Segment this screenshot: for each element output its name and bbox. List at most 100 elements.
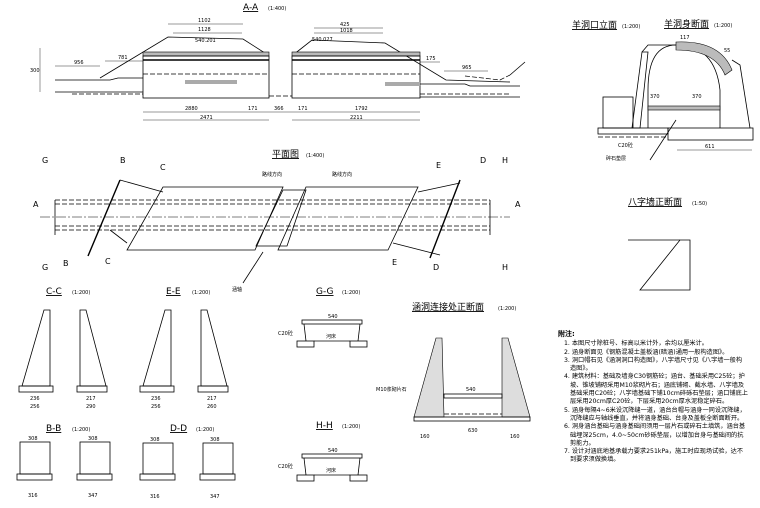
section-mark-g: G (42, 156, 48, 165)
notes-block: 附注: 1. 本图尺寸除桩号、标高以米计外，余均以厘米计。 2. 涵身断面见《钢… (558, 330, 748, 465)
ee-scale: (1:200) (192, 290, 210, 296)
plan-flow-left: 路线方向 (262, 171, 282, 178)
note-item: 6. 洞身涵台基础与涵身基础间须用一层片石或碎石土填筑，涵台基础埋深25cm，4… (564, 423, 746, 447)
plan-flow-right: 路线方向 (332, 171, 352, 178)
dim: 256 (151, 404, 161, 410)
section-bb: B-B (1:200) 308 308 316 347 (16, 424, 113, 499)
dim: 781 (118, 55, 128, 61)
dim: 540 (328, 314, 338, 320)
section-mark-e: E (436, 161, 441, 170)
section-mark-d: D (433, 263, 439, 272)
body-section-title: 羊洞身断面 (664, 18, 709, 30)
dim: 1102 (198, 18, 211, 24)
section-mark-b: B (120, 156, 126, 165)
body-section-scale: (1:200) (714, 23, 732, 29)
note-item: 1. 本图尺寸除桩号、标高以米计外，余均以厘米计。 (564, 340, 708, 348)
joint-scale: (1:200) (498, 306, 516, 312)
dim: 630 (468, 428, 478, 434)
dim: 2471 (200, 115, 213, 121)
plan-title: 平面图 (272, 149, 299, 160)
dim: 347 (88, 493, 98, 499)
dim: 256 (30, 404, 40, 410)
dim: 370 (692, 94, 702, 100)
dim: 540 (466, 387, 476, 393)
dim: 316 (150, 494, 160, 500)
section-mark-c: C (160, 163, 166, 172)
dim: 308 (210, 437, 220, 443)
dim: 55 (724, 48, 730, 54)
dim: 236 (30, 396, 40, 402)
note-item: 4. 建筑材料：基础及墙身C30钢筋砼；涵台、基础采用C25砼；护坡、锥坡铺砌采… (564, 373, 748, 406)
dim: 117 (680, 35, 690, 41)
base-label: 碎石垫层 (606, 155, 626, 162)
hh-scale: (1:200) (342, 424, 360, 430)
dim: 2880 (185, 106, 198, 112)
dim: 1792 (355, 106, 368, 112)
gg-scale: (1:200) (342, 290, 360, 296)
section-mark-a: A (33, 200, 39, 209)
dim: 611 (705, 144, 715, 150)
dim: 217 (86, 396, 96, 402)
dim: 425 (340, 22, 350, 28)
dd-scale: (1:200) (196, 427, 214, 433)
dim: 308 (88, 436, 98, 442)
dim: 217 (207, 396, 217, 402)
dim: 956 (74, 60, 84, 66)
dim: 370 (650, 94, 660, 100)
section-mark-e: E (392, 258, 397, 267)
section-hh: H-H (1:200) 540 河床 C20砼 (278, 421, 368, 482)
section-gg: G-G (1:200) 540 河床 C20砼 (278, 287, 368, 348)
section-cc: C-C (1:200) 236 256 217 290 (18, 287, 108, 410)
dim: 160 (420, 434, 430, 440)
joint-section: 涵洞连接处正断面 (1:200) 540 M10浆砌片石 160 160 630 (376, 301, 531, 440)
bb-title: B-B (46, 424, 61, 434)
dim: 260 (207, 404, 217, 410)
dim: 965 (462, 65, 472, 71)
dim: 290 (86, 404, 96, 410)
hh-title: H-H (316, 421, 333, 431)
bed-label: 河床 (326, 333, 336, 340)
dim: 540.201 (195, 38, 216, 44)
dim: 171 (248, 106, 258, 112)
dim: 1128 (198, 27, 211, 33)
joint-title: 涵洞连接处正断面 (412, 301, 484, 313)
bb-scale: (1:200) (72, 427, 90, 433)
section-ee: E-E (1:200) 236 256 217 260 (139, 287, 229, 410)
cc-title: C-C (46, 287, 62, 297)
dim: 175 (426, 56, 436, 62)
portal-view: 羊洞口立面 (1:200) 羊洞身断面 (1:200) C20砼 碎石垫层 61… (572, 18, 754, 162)
cc-scale: (1:200) (72, 290, 90, 296)
section-aa: A-A (1:400) 1102 1128 425 1018 2880 171 … (30, 3, 526, 121)
dim: 540.027 (312, 37, 333, 43)
notes-heading: 附注: (558, 330, 575, 338)
c20-label: C20砼 (618, 142, 633, 149)
section-mark-h: H (502, 263, 508, 272)
dim: 347 (210, 494, 220, 500)
c20-label: C20砼 (278, 463, 293, 470)
aa-title: A-A (243, 3, 259, 13)
section-mark-d: D (480, 156, 486, 165)
dim: 236 (151, 396, 161, 402)
wingwall-title: 八字墙正断面 (628, 196, 682, 208)
dim: 171 (298, 106, 308, 112)
section-mark-a: A (515, 200, 521, 209)
dim: 540 (328, 448, 338, 454)
section-mark-h: H (502, 156, 508, 165)
note-item: 3. 洞口帽石见《涵洞洞口构造图》，八字墙尺寸见《八字墙一般构造图》。 (564, 356, 743, 373)
dim: 308 (150, 437, 160, 443)
dim: 300 (30, 68, 40, 74)
section-mark-g: G (42, 263, 48, 272)
note-item: 2. 涵身断面见《钢筋混凝土盖板涵(暗涵)通用一般构造图》。 (564, 348, 729, 356)
ee-title: E-E (166, 287, 181, 297)
dim: 308 (28, 436, 38, 442)
note-item: 7. 设计对涵底地基承载力要求251kPa，施工时应现场试验，达不到要求须做换填… (564, 448, 744, 464)
section-mark-b: B (63, 259, 69, 268)
dim: 160 (510, 434, 520, 440)
plan-scale: (1:400) (306, 153, 324, 159)
plan-view: 平面图 (1:400) 涵轴 路线方向 路线方向 A A G G B B C C… (33, 149, 521, 293)
aa-scale: (1:400) (268, 6, 286, 12)
dim: 366 (274, 106, 284, 112)
stone-label: M10浆砌片石 (376, 386, 407, 393)
section-dd: D-D (1:200) 308 308 316 347 (139, 424, 236, 500)
